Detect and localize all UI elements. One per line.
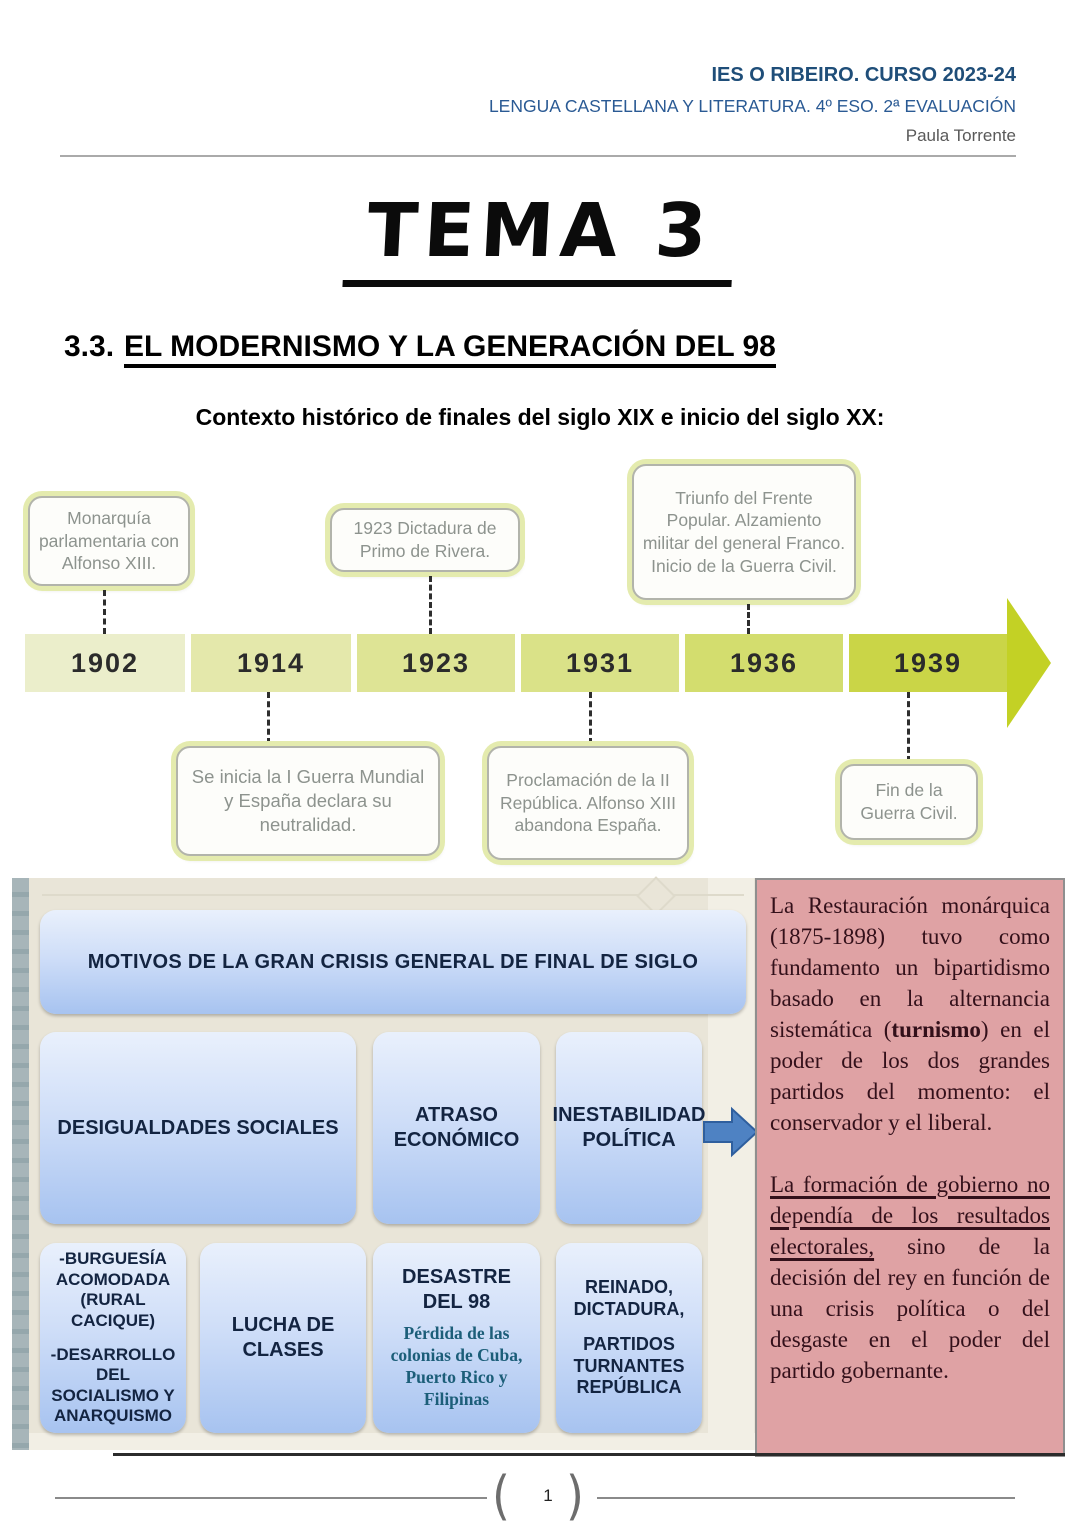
- note-paragraph-2: La formación de gobierno no dependía de …: [770, 1169, 1050, 1386]
- diagram-panel-footband: [29, 1433, 755, 1450]
- note-p1-pre: La Restauración monárquica (1875-1898) t…: [770, 893, 1050, 1042]
- footer-rule-right: [597, 1497, 1015, 1499]
- desastre-title: DESASTRE DEL 98: [402, 1266, 511, 1314]
- timeline-arrowhead-icon: [1007, 598, 1051, 728]
- note-p2-underlined: La formación de gobierno no dependía de …: [770, 1172, 1050, 1259]
- connector-line: [747, 604, 750, 634]
- section-number: 3.3.: [64, 330, 115, 363]
- section-heading: 3.3. EL MODERNISMO Y LA GENERACIÓN DEL 98: [64, 330, 776, 368]
- note-p1-bold: turnismo: [891, 1017, 981, 1042]
- reinado-line1: REINADO, DICTADURA,: [573, 1277, 685, 1319]
- note-p1-post: ) en el poder de los dos grandes partido…: [770, 1017, 1050, 1135]
- header-subject: LENGUA CASTELLANA Y LITERATURA. 4º ESO. …: [488, 96, 1016, 116]
- diagram-box-desigualdades: DESIGUALDADES SOCIALES: [40, 1032, 356, 1224]
- header-author: Paula Torrente: [905, 126, 1016, 145]
- side-note: La Restauración monárquica (1875-1898) t…: [755, 878, 1065, 1457]
- diagram-decorative-line: [42, 894, 744, 896]
- diagram-box-burguesia: -BURGUESÍA ACOMODADA (RURAL CACIQUE) -DE…: [40, 1243, 186, 1433]
- footer-bracket-right: ): [566, 1463, 584, 1527]
- connector-line: [429, 576, 432, 634]
- timeline-segment-1923: 1923: [357, 634, 515, 692]
- diagram-box-atraso: ATRASO ECONÓMICO: [373, 1032, 540, 1224]
- timeline-callout-1931: Proclamación de la II República. Alfonso…: [487, 746, 689, 860]
- timeline-callout-1923: 1923 Dictadura de Primo de Rivera.: [330, 508, 520, 572]
- connector-line: [103, 590, 106, 634]
- reinado-line2: PARTIDOS TURNANTES REPÚBLICA: [573, 1334, 685, 1398]
- burguesia-line1: -BURGUESÍA ACOMODADA (RURAL CACIQUE): [55, 1249, 171, 1330]
- burguesia-line2: -DESARROLLO DEL SOCIALISMO Y ANARQUISMO: [50, 1345, 176, 1426]
- timeline-segment-1936: 1936: [685, 634, 843, 692]
- timeline-callout-1914: Se inicia la I Guerra Mundial y España d…: [176, 746, 440, 856]
- timeline-callout-1902: Monarquía parlamentaria con Alfonso XIII…: [28, 496, 190, 586]
- header-divider: [60, 155, 1016, 157]
- connector-line: [907, 692, 910, 762]
- timeline-segment-1902: 1902: [25, 634, 185, 692]
- header-school-course: IES O RIBEIRO. CURSO 2023-24: [711, 64, 1016, 86]
- timeline-callout-1939: Fin de la Guerra Civil.: [840, 764, 978, 840]
- diagram-binding-strip: [12, 878, 29, 1450]
- diagram-box-inestabilidad: INESTABILIDAD POLÍTICA: [553, 1032, 705, 1224]
- footer-rule-left: [55, 1497, 487, 1499]
- note-paragraph-1: La Restauración monárquica (1875-1898) t…: [770, 890, 1050, 1138]
- footer-bracket-left: (: [492, 1463, 510, 1527]
- section-title: EL MODERNISMO Y LA GENERACIÓN DEL 98: [124, 330, 776, 368]
- diagram-header-box: MOTIVOS DE LA GRAN CRISIS GENERAL DE FIN…: [40, 910, 746, 1014]
- diagram-box-reinado: REINADO, DICTADURA, PARTIDOS TURNANTES R…: [556, 1243, 702, 1433]
- page-number: 1: [543, 1486, 553, 1505]
- desastre-note: Pérdida de las colonias de Cuba, Puerto …: [390, 1323, 523, 1409]
- diagram-box-desastre: DESASTRE DEL 98 Pérdida de las colonias …: [373, 1243, 540, 1433]
- timeline-callout-1936: Triunfo del Frente Popular. Alzamiento m…: [632, 464, 856, 600]
- timeline-segment-1931: 1931: [521, 634, 679, 692]
- image-bottom-border: [113, 1453, 1065, 1456]
- timeline-segment-1939: 1939: [849, 634, 1007, 692]
- page-title-text: TEMA 3: [342, 188, 738, 287]
- note-p2-rest: sino de la decisión del rey en función d…: [770, 1234, 1050, 1383]
- diagram-box-lucha: LUCHA DE CLASES: [200, 1243, 366, 1433]
- page-title: TEMA 3: [0, 188, 1080, 287]
- connector-line: [267, 692, 270, 744]
- section-subtitle: Contexto histórico de finales del siglo …: [195, 404, 885, 430]
- right-arrow-icon: [702, 1104, 760, 1165]
- timeline-segment-1914: 1914: [191, 634, 351, 692]
- connector-line: [589, 692, 592, 744]
